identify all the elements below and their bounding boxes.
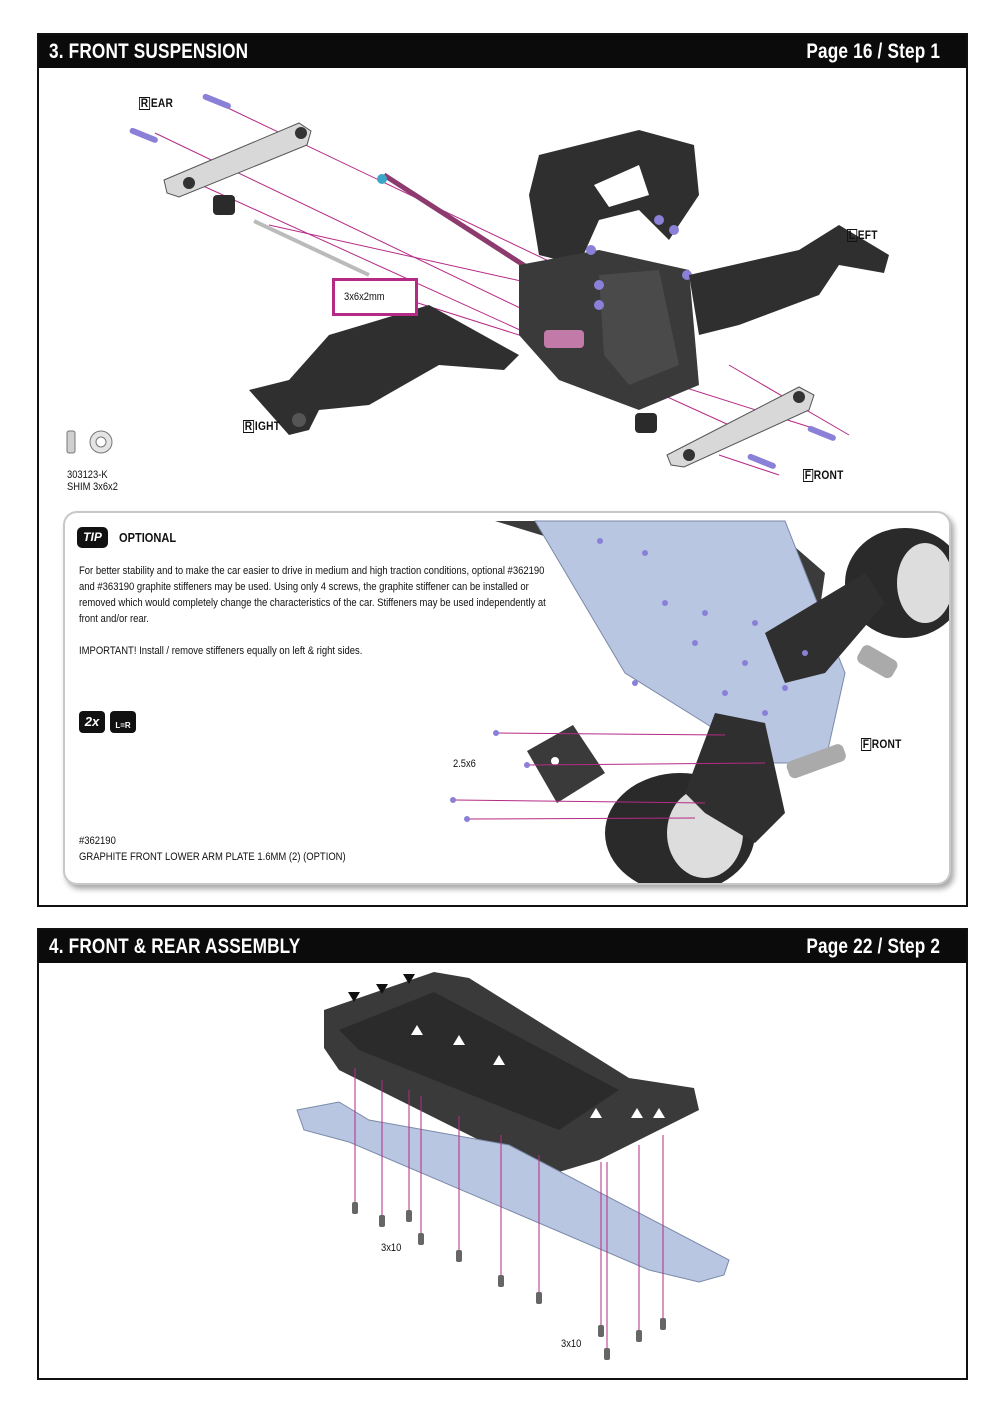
page-reference: Page 22 / Step 2 [806,934,940,958]
page-reference: Page 16 / Step 1 [806,39,940,63]
quantity-2x-icon: 2x [79,711,105,733]
section-title: 3. FRONT SUSPENSION [49,39,249,63]
section-front-suspension: 3. FRONT SUSPENSION Page 16 / Step 1 [37,33,968,907]
tip-badge: TIP [77,527,108,548]
screw-size-label: 2.5x6 [453,758,476,770]
part-name: SHIM 3x6x2 [67,481,118,493]
section-title: 4. FRONT & REAR ASSEMBLY [49,934,301,958]
part-number: 303123-K [67,469,108,481]
left-equals-right-icon: L=R [110,711,136,733]
tip-heading: OPTIONAL [119,530,177,545]
tip-body: For better stability and to make the car… [79,563,561,659]
section-header: 3. FRONT SUSPENSION Page 16 / Step 1 [39,35,966,68]
shim-callout-label: 3x6x2mm [344,291,385,303]
shim-callout: 3x6x2mm [332,278,418,316]
front-suspension-exploded-view [66,93,889,476]
tip-part-name: GRAPHITE FRONT LOWER ARM PLATE 1.6MM (2)… [79,851,346,863]
section-header: 4. FRONT & REAR ASSEMBLY Page 22 / Step … [39,930,966,963]
tip-important: IMPORTANT! Install / remove stiffeners e… [79,645,363,657]
rear-screws [129,93,231,143]
shim-icon [66,430,113,454]
part-info: 303123-K SHIM 3x6x2 [67,469,118,493]
tip-box: TIP OPTIONAL For better stability and to… [63,511,951,885]
tip-paragraph: For better stability and to make the car… [79,565,546,625]
tip-part-info: #362190 GRAPHITE FRONT LOWER ARM PLATE 1… [79,833,346,865]
tip-part-number: #362190 [79,835,116,847]
section-front-rear-assembly: 4. FRONT & REAR ASSEMBLY Page 22 / Step … [37,928,968,1380]
chassis-plate-exploded-view [296,972,730,1360]
screw-size-label-1: 3x10 [381,1242,402,1254]
screw-size-label-2: 3x10 [561,1338,582,1350]
graphite-stiffener-view [450,520,949,883]
